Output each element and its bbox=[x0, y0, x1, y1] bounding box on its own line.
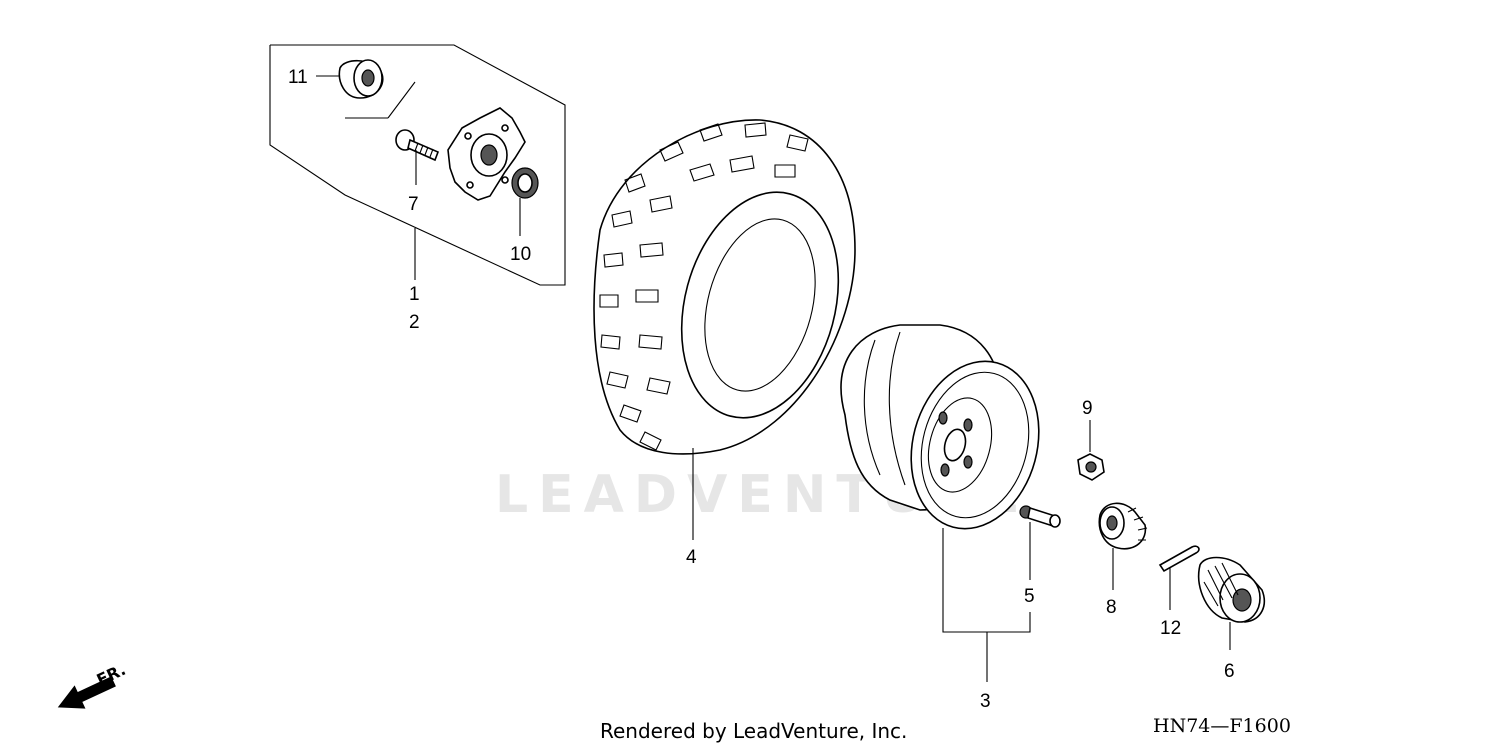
callout-4[interactable]: 4 bbox=[686, 547, 697, 568]
wheel-hub-icon[interactable] bbox=[447, 107, 526, 201]
diagram-code: HN74—F1600 bbox=[1153, 715, 1291, 737]
hub-assembly-bracket bbox=[269, 44, 566, 286]
callout-10[interactable]: 10 bbox=[510, 244, 531, 265]
callout-2[interactable]: 2 bbox=[409, 312, 420, 333]
callout-6[interactable]: 6 bbox=[1224, 661, 1235, 682]
front-direction-arrow-icon bbox=[57, 676, 116, 709]
rendered-by-text: Rendered by LeadVenture, Inc. bbox=[600, 719, 907, 743]
callout-8[interactable]: 8 bbox=[1106, 597, 1117, 618]
rim-icon[interactable] bbox=[840, 324, 1057, 543]
castle-nut-icon[interactable] bbox=[1098, 502, 1148, 550]
hub-cap-icon[interactable] bbox=[338, 59, 384, 99]
callout-5[interactable]: 5 bbox=[1024, 586, 1035, 607]
callout-3[interactable]: 3 bbox=[980, 691, 991, 712]
oil-seal-icon[interactable] bbox=[511, 167, 539, 199]
callout-12[interactable]: 12 bbox=[1160, 618, 1181, 639]
callout-11[interactable]: 11 bbox=[288, 67, 308, 88]
axle-nut-cap-icon[interactable] bbox=[1198, 556, 1266, 623]
callout-7[interactable]: 7 bbox=[408, 194, 419, 215]
callout-1[interactable]: 1 bbox=[409, 284, 420, 305]
direction-label: FR. bbox=[94, 660, 129, 690]
cotter-pin-icon[interactable] bbox=[1158, 545, 1200, 573]
tire-icon[interactable] bbox=[593, 119, 862, 455]
callout-9[interactable]: 9 bbox=[1082, 398, 1093, 419]
stud-bolt-icon[interactable] bbox=[395, 129, 440, 162]
valve-icon[interactable] bbox=[1019, 505, 1061, 528]
callout-bracket-3-5 bbox=[942, 528, 1031, 633]
nut-icon[interactable] bbox=[1077, 453, 1105, 481]
